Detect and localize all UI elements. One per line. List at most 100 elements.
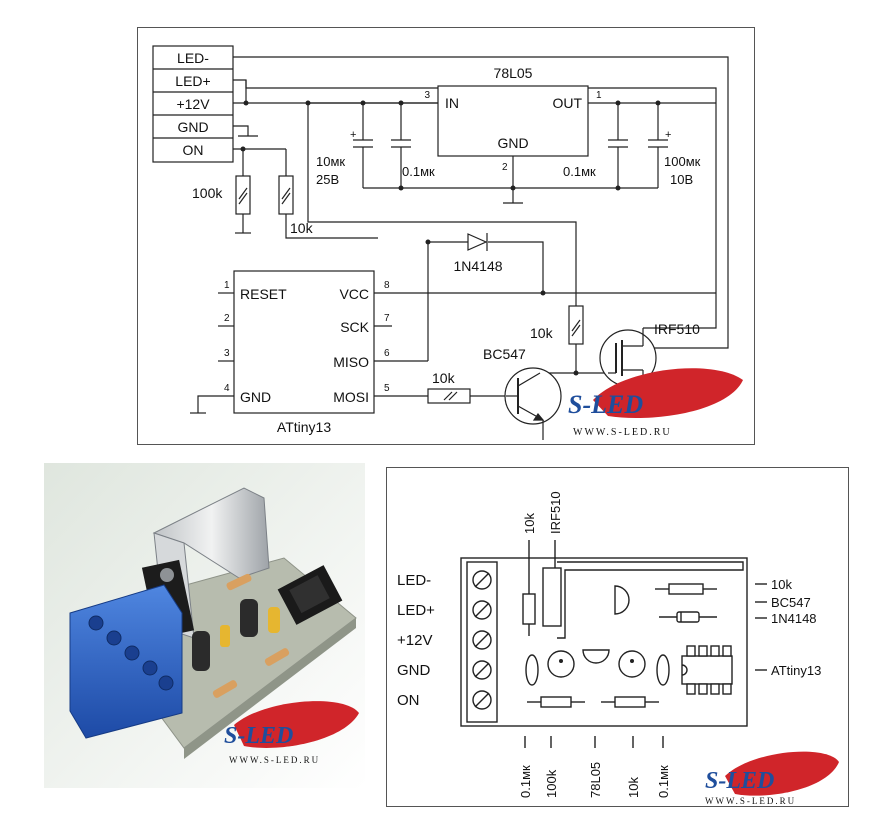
mcu-pin-1: 1 bbox=[224, 280, 230, 291]
layout-transistor bbox=[614, 585, 630, 615]
resistor-r2 bbox=[278, 175, 294, 215]
layout-right-label-1n4148: 1N4148 bbox=[771, 611, 817, 626]
layout-terminal-on: ON bbox=[397, 692, 420, 709]
pcb-layout-panel: LED- LED+ +12V GND ON 10k IRF510 10k BC5… bbox=[386, 467, 849, 807]
mcu-pin-sck-label: SCK bbox=[340, 319, 369, 335]
layout-screws bbox=[472, 570, 492, 710]
mcu-name: ATtiny13 bbox=[277, 419, 331, 435]
regulator-in-label: IN bbox=[445, 95, 459, 111]
layout-bottom-label-100k: 100k bbox=[544, 769, 559, 798]
mcu-pin-2: 2 bbox=[224, 313, 230, 324]
terminal-block bbox=[152, 45, 234, 163]
layout-cap-1 bbox=[525, 654, 539, 686]
mcu-pin-4: 4 bbox=[224, 383, 230, 394]
mcu-pin-8: 8 bbox=[384, 280, 390, 291]
logo-layout-url: WWW.S-LED.RU bbox=[705, 796, 796, 806]
mcu-pin-vcc-label: VCC bbox=[339, 286, 369, 302]
layout-terminal-led-plus: LED+ bbox=[397, 602, 435, 619]
diode-1n4148 bbox=[467, 233, 488, 251]
mcu-pin-gnd-label: GND bbox=[240, 389, 271, 405]
layout-right-label-attiny13: ATtiny13 bbox=[771, 663, 821, 678]
layout-cap-4 bbox=[656, 654, 670, 686]
c2-value: 0.1мк bbox=[402, 164, 435, 179]
diode-label: 1N4148 bbox=[453, 258, 502, 274]
logo-layout-brand: S-LED bbox=[705, 768, 774, 794]
layout-bottom-label-78l05: 78L05 bbox=[588, 762, 603, 798]
c4-voltage: 10В bbox=[670, 172, 693, 187]
regulator-78l05 bbox=[437, 85, 589, 157]
terminal-block-photo bbox=[69, 584, 183, 739]
resistor-photo-2 bbox=[212, 680, 238, 698]
capacitor-photo-1 bbox=[192, 631, 210, 671]
logo-schematic: S-LED WWW.S-LED.RU bbox=[568, 368, 743, 438]
c1-plus: + bbox=[350, 129, 356, 141]
r3-label: 10k bbox=[530, 325, 554, 341]
layout-mcu bbox=[681, 655, 733, 685]
capacitor-photo-2 bbox=[240, 599, 258, 637]
logo-brand: S-LED bbox=[568, 390, 643, 419]
mosfet-label: IRF510 bbox=[654, 321, 700, 337]
resistor-r4 bbox=[427, 388, 471, 404]
board-photo: S-LED WWW.S-LED.RU bbox=[44, 463, 365, 788]
c1-value: 10мк bbox=[316, 154, 345, 169]
layout-regulator bbox=[582, 649, 610, 664]
mcu-pin-3: 3 bbox=[224, 348, 230, 359]
sch-terminal-led-minus: LED- bbox=[177, 50, 209, 66]
layout-terminal-12v: +12V bbox=[397, 632, 432, 649]
logo-photo: S-LED WWW.S-LED.RU bbox=[224, 701, 359, 765]
sch-terminal-gnd: GND bbox=[177, 119, 208, 135]
mcu-pin-6: 6 bbox=[384, 348, 390, 359]
board-photo-illustration: S-LED WWW.S-LED.RU bbox=[44, 463, 365, 788]
layout-resistor-top bbox=[522, 593, 536, 625]
layout-right-label-bc547: BC547 bbox=[771, 595, 811, 610]
layout-mosfet bbox=[542, 567, 562, 627]
layout-right-label-10k: 10k bbox=[771, 577, 792, 592]
c4-value: 100мк bbox=[664, 154, 701, 169]
layout-resistor-right bbox=[668, 583, 704, 595]
logo-photo-url: WWW.S-LED.RU bbox=[229, 755, 320, 765]
mcu-attiny13 bbox=[233, 270, 375, 414]
mcu-pin-5: 5 bbox=[384, 383, 390, 394]
c1-voltage: 25В bbox=[316, 172, 339, 187]
layout-elcap-2 bbox=[618, 650, 646, 678]
layout-bottom-label-c1: 0.1мк bbox=[518, 765, 533, 798]
mcu-pin-mosi-label: MOSI bbox=[333, 389, 369, 405]
regulator-gnd-label: GND bbox=[497, 135, 528, 151]
layout-elcap-1 bbox=[547, 650, 575, 678]
layout-terminal-gnd: GND bbox=[397, 662, 431, 679]
logo-layout: S-LED WWW.S-LED.RU bbox=[705, 751, 839, 806]
regulator-pin-gnd: 2 bbox=[502, 162, 508, 173]
resistor-r1 bbox=[235, 175, 251, 215]
r4-label: 10k bbox=[432, 370, 456, 386]
transistor-label: BC547 bbox=[483, 346, 526, 362]
mcu-pin-7: 7 bbox=[384, 313, 390, 324]
pcb-layout-diagram: LED- LED+ +12V GND ON 10k IRF510 10k BC5… bbox=[397, 491, 839, 806]
mcu-pin-miso-label: MISO bbox=[333, 354, 369, 370]
r1-label: 100k bbox=[192, 185, 223, 201]
mcu-pin-reset-label: RESET bbox=[240, 286, 287, 302]
regulator-pin-in: 3 bbox=[424, 90, 430, 101]
pcb-outline bbox=[460, 557, 748, 727]
sch-terminal-12v: +12V bbox=[176, 96, 210, 112]
layout-heatsink bbox=[557, 561, 744, 639]
resistor-photo-1 bbox=[226, 573, 252, 591]
regulator-out-label: OUT bbox=[552, 95, 582, 111]
layout-bottom-label-c4: 0.1мк bbox=[656, 765, 671, 798]
layout-terminal-led-minus: LED- bbox=[397, 572, 431, 589]
capacitor-photo-3 bbox=[268, 607, 280, 633]
c4-plus: + bbox=[665, 129, 671, 141]
sch-terminal-led-plus: LED+ bbox=[175, 73, 210, 89]
r2-label: 10k bbox=[290, 220, 314, 236]
schematic-panel: LED- LED+ +12V GND ON 78L05 IN OUT GND 3… bbox=[137, 27, 755, 445]
layout-bottom-label-10k: 10k bbox=[626, 777, 641, 798]
regulator-pin-out: 1 bbox=[596, 90, 602, 101]
layout-resistor-bottom-1 bbox=[540, 696, 572, 708]
c3-value: 0.1мк bbox=[563, 164, 596, 179]
layout-resistor-bottom-2 bbox=[614, 696, 646, 708]
wire-led-minus bbox=[233, 56, 729, 349]
regulator-name: 78L05 bbox=[494, 65, 533, 81]
logo-url: WWW.S-LED.RU bbox=[573, 427, 672, 438]
schematic-diagram: LED- LED+ +12V GND ON 78L05 IN OUT GND 3… bbox=[152, 45, 743, 440]
layout-terminal-block bbox=[466, 561, 498, 723]
sch-terminal-on: ON bbox=[183, 142, 204, 158]
